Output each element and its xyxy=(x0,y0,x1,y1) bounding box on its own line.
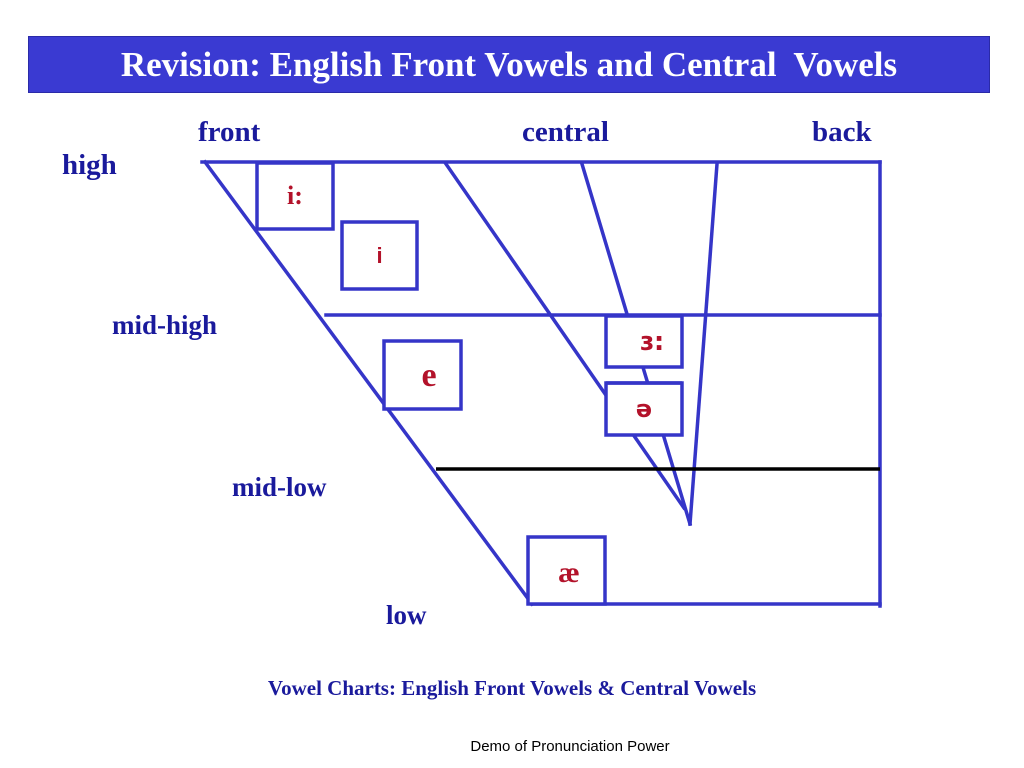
vowel-schwa: ə xyxy=(635,395,653,423)
box-long-i xyxy=(255,161,335,231)
box-schwa xyxy=(604,381,684,437)
chart-caption: Vowel Charts: English Front Vowels & Cen… xyxy=(267,676,757,700)
central-left-line xyxy=(443,161,687,511)
label-low: low xyxy=(386,600,427,630)
vowel-long-i: i: xyxy=(287,181,303,210)
front-slope-line xyxy=(202,159,535,607)
slide-footer: Demo of Pronunciation Power xyxy=(470,738,670,755)
label-high: high xyxy=(62,149,117,181)
box-ae xyxy=(526,535,607,606)
title-bar: Revision: English Front Vowels and Centr… xyxy=(28,36,990,93)
label-mid-low: mid-low xyxy=(232,472,327,502)
label-front: front xyxy=(198,116,261,148)
central-right-line xyxy=(688,162,719,526)
vowel-long-schwa: ɜ: xyxy=(639,327,665,357)
vowel-e: e xyxy=(421,357,437,394)
label-central: central xyxy=(522,116,609,148)
box-e xyxy=(382,339,463,411)
label-mid-high: mid-high xyxy=(112,310,218,340)
label-back: back xyxy=(812,116,872,148)
vowel-short-i: i xyxy=(376,243,383,268)
slide-title: Revision: English Front Vowels and Centr… xyxy=(120,44,898,84)
vowel-ae: æ xyxy=(558,556,580,589)
box-long-schwa xyxy=(604,314,684,369)
box-short-i xyxy=(340,220,419,291)
